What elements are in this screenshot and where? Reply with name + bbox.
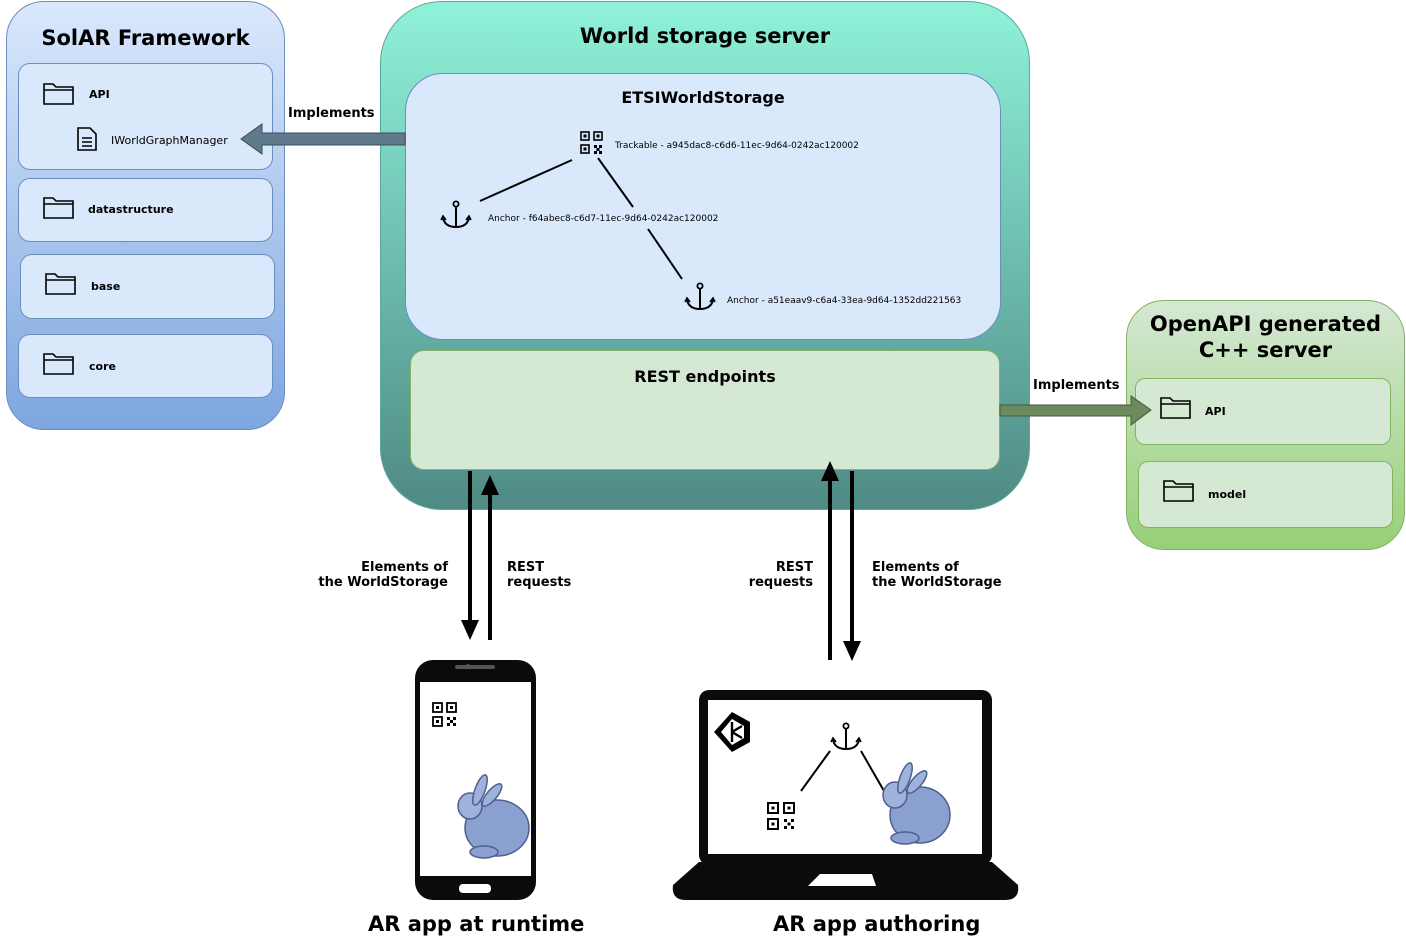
rest-endpoints-title: REST endpoints xyxy=(634,367,776,386)
openapi-package-model-label: model xyxy=(1208,488,1247,501)
openapi-package-model: model xyxy=(1138,461,1393,528)
solar-package-api: API IWorldGraphManager xyxy=(18,63,273,170)
folder-icon xyxy=(43,197,74,219)
laptop-edge-anchor-bunny xyxy=(860,750,885,792)
runtime-elements-arrow xyxy=(461,471,479,640)
qr-code-icon xyxy=(767,802,795,830)
authoring-rest-line1: REST xyxy=(775,560,813,575)
solar-package-core-label: core xyxy=(89,360,116,373)
solar-package-base-label: base xyxy=(91,280,121,293)
rest-endpoints-box: REST endpoints xyxy=(410,350,1000,470)
folder-icon xyxy=(43,83,74,105)
unity-logo-icon xyxy=(714,712,750,752)
anchor1-label: Anchor - f64abec8-c6d7-11ec-9d64-0242ac1… xyxy=(488,214,719,224)
solar-package-datastructure-label: datastructure xyxy=(88,203,174,216)
edge-trackable-anchor1 xyxy=(479,159,573,202)
laptop-edge-anchor-qr xyxy=(800,750,831,792)
implements-left-arrow xyxy=(240,123,406,155)
edge-trackable-anchor2-a xyxy=(597,157,634,208)
solar-package-datastructure: datastructure xyxy=(18,178,273,242)
runtime-elements-label: Elements of the WorldStorage xyxy=(318,560,448,590)
openapi-package-api: API xyxy=(1135,378,1391,445)
anchor-icon xyxy=(830,722,862,751)
bunny-model-icon xyxy=(457,774,530,859)
runtime-rest-line2: requests xyxy=(507,575,572,590)
etsi-world-storage-box: ETSIWorldStorage xyxy=(405,73,1001,340)
anchor2-label: Anchor - a51eaav9-c6a4-33ea-9d64-1352dd2… xyxy=(727,296,962,306)
authoring-elements-label: Elements of the WorldStorage xyxy=(872,560,1002,590)
runtime-elements-line2: the WorldStorage xyxy=(318,575,448,590)
authoring-rest-arrow xyxy=(821,461,839,660)
iworldgraphmanager-label: IWorldGraphManager xyxy=(111,134,228,147)
caption-ar-app-runtime: AR app at runtime xyxy=(368,912,585,936)
solar-package-base: base xyxy=(20,254,275,319)
runtime-rest-arrow xyxy=(481,475,499,640)
openapi-title-line2: C++ server xyxy=(1198,338,1333,362)
anchor-icon xyxy=(684,282,716,311)
authoring-elements-line1: Elements of xyxy=(872,560,959,575)
authoring-elements-arrow xyxy=(843,471,861,661)
authoring-rest-line2: requests xyxy=(748,575,813,590)
trackable-label: Trackable - a945dac8-c6d6-11ec-9d64-0242… xyxy=(615,141,859,151)
authoring-elements-line2: the WorldStorage xyxy=(872,575,1002,590)
anchor-icon xyxy=(440,200,472,229)
openapi-package-api-label: API xyxy=(1205,405,1226,418)
smartphone-icon xyxy=(415,660,536,900)
runtime-elements-line1: Elements of xyxy=(361,560,448,575)
edge-trackable-anchor2-b xyxy=(647,228,683,280)
solar-framework-title: SolAR Framework xyxy=(41,26,250,50)
folder-icon xyxy=(45,273,76,295)
etsi-world-storage-title: ETSIWorldStorage xyxy=(621,88,785,107)
qr-code-icon xyxy=(432,702,457,727)
folder-icon xyxy=(1160,397,1191,419)
world-storage-server-title: World storage server xyxy=(579,24,831,48)
openapi-server-title: OpenAPI generated C++ server xyxy=(1127,311,1404,363)
solar-package-core: core xyxy=(18,334,273,398)
folder-icon xyxy=(1163,480,1194,502)
caption-ar-app-authoring: AR app authoring xyxy=(773,912,981,936)
implements-right-label: Implements xyxy=(1033,378,1120,393)
folder-icon xyxy=(43,353,74,375)
runtime-rest-line1: REST xyxy=(507,560,545,575)
implements-right-arrow xyxy=(999,395,1152,426)
bunny-model-icon xyxy=(882,762,951,845)
authoring-rest-label: REST requests xyxy=(733,560,813,590)
document-icon xyxy=(77,127,97,151)
runtime-rest-label: REST requests xyxy=(507,560,571,590)
openapi-title-line1: OpenAPI generated xyxy=(1149,312,1382,336)
implements-left-label: Implements xyxy=(288,106,375,121)
solar-package-api-label: API xyxy=(89,88,110,101)
qr-code-icon xyxy=(580,131,603,154)
